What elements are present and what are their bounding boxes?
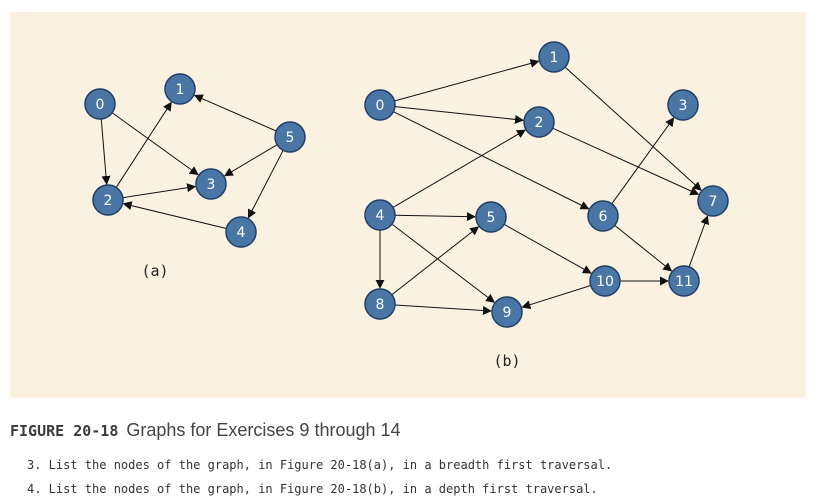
node-label: 5 xyxy=(487,210,496,226)
node-label: 2 xyxy=(104,193,113,209)
edge-a-2-1 xyxy=(115,101,172,188)
edge-a-0-2 xyxy=(100,118,111,185)
node-a-5: 5 xyxy=(274,121,306,153)
node-b-2: 2 xyxy=(523,106,555,138)
edge-b-6-11 xyxy=(614,224,673,272)
node-label: 2 xyxy=(535,115,544,131)
node-label: 7 xyxy=(709,194,718,210)
node-circle xyxy=(538,41,570,73)
node-label: 8 xyxy=(376,297,385,313)
figure-caption: FIGURE 20-18 Graphs for Exercises 9 throu… xyxy=(10,420,401,441)
node-b-1: 1 xyxy=(538,41,570,73)
edge-a-5-3 xyxy=(223,144,278,177)
node-label: 0 xyxy=(376,98,385,114)
node-circle xyxy=(697,185,729,217)
node-b-3: 3 xyxy=(667,89,699,121)
edge-b-4-5 xyxy=(394,212,476,222)
node-circle xyxy=(84,88,116,120)
edge-a-0-3 xyxy=(111,112,199,176)
node-circle xyxy=(92,184,124,216)
node-label: 9 xyxy=(503,305,512,321)
node-label: 5 xyxy=(286,130,295,146)
node-circle xyxy=(225,216,257,248)
node-label: 1 xyxy=(550,50,559,66)
node-label: 0 xyxy=(96,97,105,113)
graph-figure: 0 1 2 3 4 5 0 1 2 3 4 5 6 7 8 9 10 11 (a) (b) xyxy=(84,41,729,370)
node-a-1: 1 xyxy=(164,73,196,105)
edge-b-5-10 xyxy=(503,223,592,274)
figure-caption-text: Graphs for Exercises 9 through 14 xyxy=(126,420,401,440)
node-label: 1 xyxy=(176,82,185,98)
edge-a-5-1 xyxy=(193,94,277,132)
node-circle xyxy=(667,89,699,121)
node-a-4: 4 xyxy=(225,216,257,248)
edge-b-0-1 xyxy=(394,59,540,102)
figure-panel: 0 1 2 3 4 5 0 1 2 3 4 5 6 7 8 9 10 11 (a) (b) xyxy=(10,12,806,398)
node-circle xyxy=(491,296,523,328)
node-circle xyxy=(589,265,621,297)
exercise-item: 4. List the nodes of the graph, in Figur… xyxy=(27,482,598,496)
edge-a-5-4 xyxy=(247,150,284,219)
edge-b-6-3 xyxy=(611,117,675,205)
graph-a: 0 1 2 3 4 5 xyxy=(84,73,306,248)
node-b-4: 4 xyxy=(364,199,396,231)
node-a-2: 2 xyxy=(92,184,124,216)
node-b-10: 10 xyxy=(589,265,621,297)
edge-b-2-7 xyxy=(552,127,700,196)
edge-b-8-9 xyxy=(394,304,492,315)
edge-a-2-3 xyxy=(122,183,197,199)
figure-caption-label: FIGURE 20-18 xyxy=(10,422,119,440)
node-circle xyxy=(475,201,507,233)
node-b-9: 9 xyxy=(491,296,523,328)
edge-b-8-5 xyxy=(391,226,480,296)
node-label: 4 xyxy=(376,208,385,224)
node-circle xyxy=(364,199,396,231)
edge-b-0-6 xyxy=(393,111,590,210)
node-b-5: 5 xyxy=(475,201,507,233)
node-label: 3 xyxy=(207,177,216,193)
node-b-8: 8 xyxy=(364,288,396,320)
node-circle xyxy=(523,106,555,138)
node-label: 3 xyxy=(679,98,688,114)
edge-b-10-9 xyxy=(521,285,591,310)
node-label: 6 xyxy=(599,209,608,225)
node-circle xyxy=(274,121,306,153)
node-circle xyxy=(364,288,396,320)
exercise-item: 3. List the nodes of the graph, in Figur… xyxy=(27,458,613,472)
node-circle xyxy=(164,73,196,105)
node-circle xyxy=(195,168,227,200)
node-label: 11 xyxy=(675,274,693,290)
node-circle xyxy=(587,200,619,232)
edge-b-11-7 xyxy=(688,215,710,268)
edge-b-4-9 xyxy=(391,223,495,303)
graph-b-label: (b) xyxy=(493,352,520,370)
node-b-11: 11 xyxy=(668,265,700,297)
node-circle xyxy=(364,89,396,121)
edge-b-4-2 xyxy=(392,129,526,208)
edge-b-0-2 xyxy=(394,106,524,124)
node-circle xyxy=(668,265,700,297)
node-label: 10 xyxy=(596,274,614,290)
node-a-3: 3 xyxy=(195,168,227,200)
graph-b: 0 1 2 3 4 5 6 7 8 9 10 11 xyxy=(364,41,729,328)
node-label: 4 xyxy=(237,225,246,241)
graph-a-label: (a) xyxy=(141,262,168,280)
edge-a-4-2 xyxy=(122,201,227,229)
node-a-0: 0 xyxy=(84,88,116,120)
edge-b-1-7 xyxy=(564,66,702,191)
node-b-6: 6 xyxy=(587,200,619,232)
node-b-0: 0 xyxy=(364,89,396,121)
node-b-7: 7 xyxy=(697,185,729,217)
